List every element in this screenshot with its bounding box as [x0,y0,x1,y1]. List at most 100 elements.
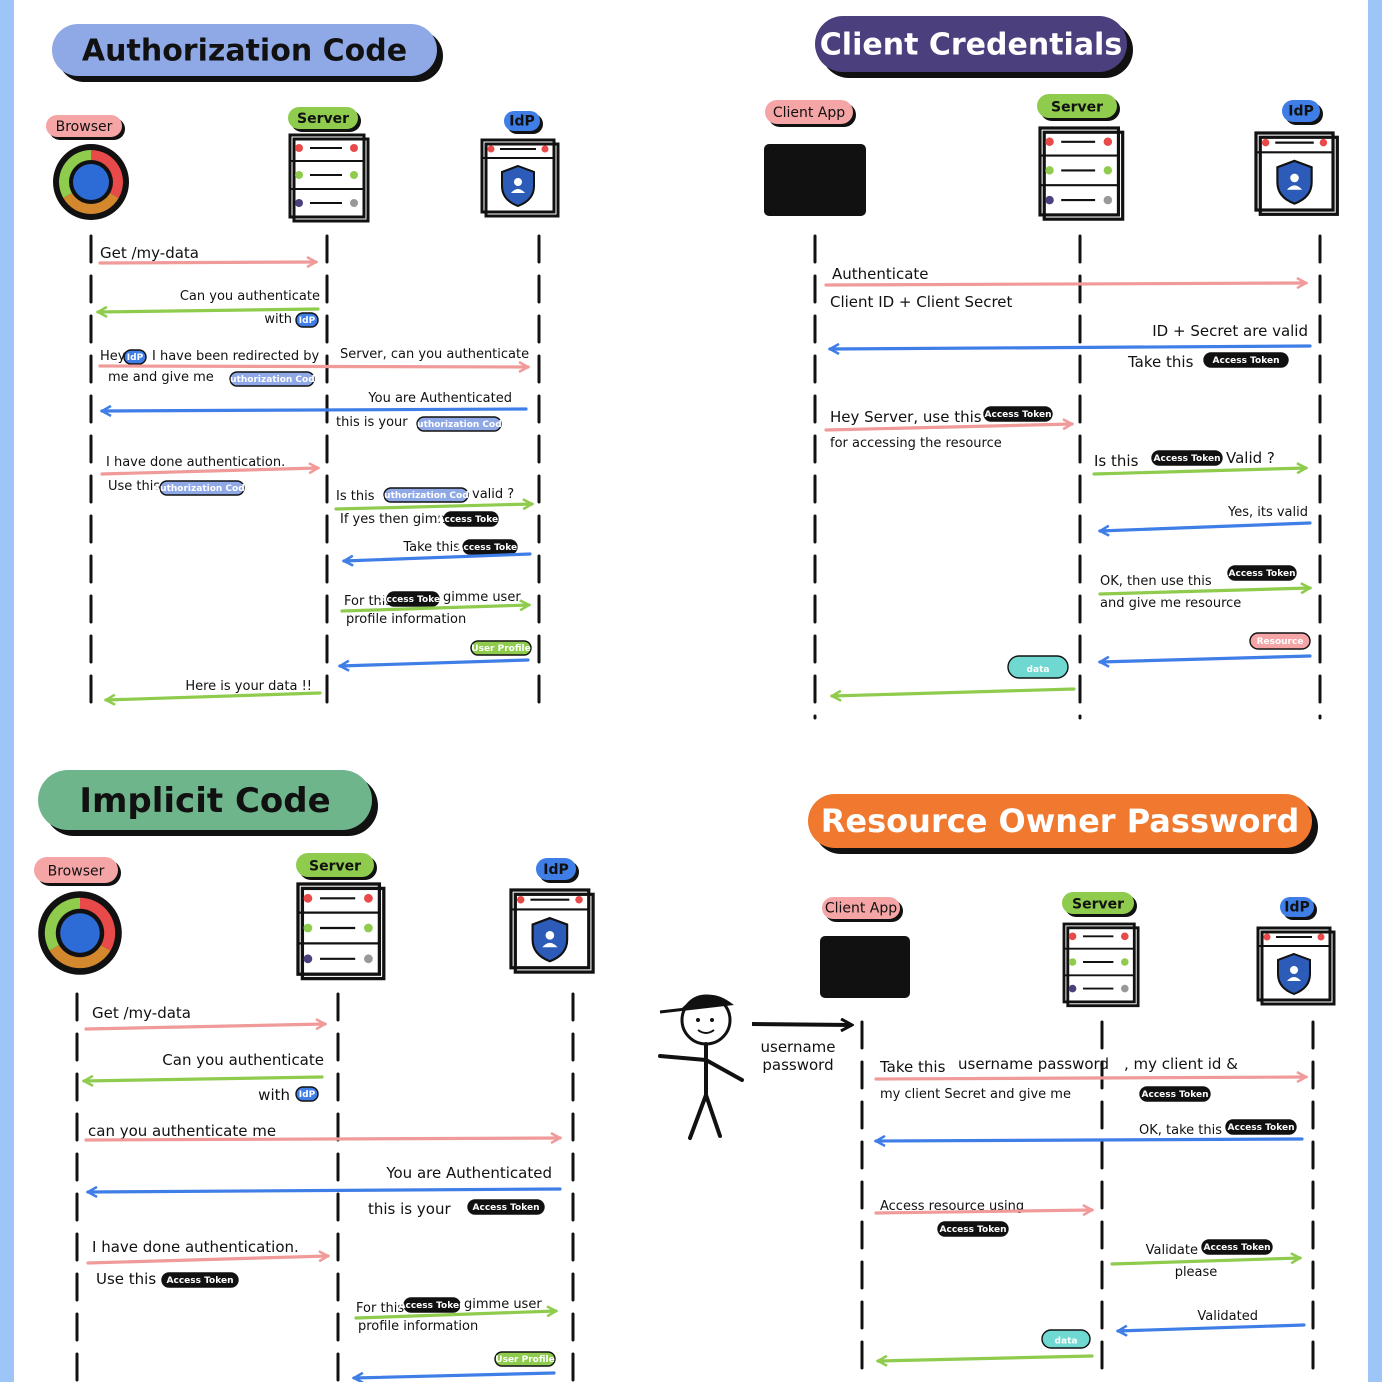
stick-figure-smile [697,1029,715,1034]
im-msg-gimme-user: gimme user [464,1297,542,1312]
rp-actor-idp-label-bg [1280,897,1314,917]
ac-arrow-8 [340,605,529,613]
ac-arrow-5 [100,468,318,476]
rp-actor-client-app-label-bg [822,897,900,919]
cc-actor-client-app-label-bg [765,100,853,124]
cc-arrow-3 [824,424,1072,432]
rp-msg-validate: Validate [1146,1243,1198,1258]
im-actor-browser-label: Browser [48,864,105,880]
im-arrow-2 [84,1077,324,1081]
ac-msg-this-is-your: this is your [336,415,408,430]
im-actor-server-label: Server [309,859,361,875]
rp-access-token-chip-3-bg [937,1221,1009,1237]
ac-access-token-chip-1-bg [443,511,499,527]
im-idp-chip-1: IdP [299,1090,316,1100]
rp-access-token-chip-4: Access Token [1204,1243,1271,1253]
im-msg-with: with [258,1086,290,1104]
cc-access-token-chip-4: Access Token [1229,569,1296,579]
im-idp-icon [509,888,595,974]
title-implicit-code-bg [38,770,372,830]
im-arrow-3 [84,1138,560,1140]
rp-msg-ok-take-this: OK, take this [1139,1123,1222,1138]
ac-msg-done-auth: I have done authentication. [106,455,285,470]
im-access-token-chip-2: Access Token [167,1276,234,1286]
ac-msg-redirected: I have been redirected by [152,349,319,364]
rp-arrow-2 [876,1139,1304,1141]
ac-arrow-9 [340,658,530,666]
cc-msg-yes-valid: Yes, its valid [1227,505,1308,520]
im-msg-can-you-auth-me: can you authenticate me [88,1122,276,1140]
cc-msg-valid: ID + Secret are valid [1152,322,1308,340]
ac-arrow-7 [344,552,532,561]
cc-arrow-7 [1100,654,1312,662]
rp-actor-client-app-label: Client App [825,901,897,917]
im-browser-icon [38,891,122,975]
ac-idp-chip-2-bg [123,349,147,365]
cc-access-token-chip-1-bg [1203,352,1289,368]
ac-auth-code-chip-2-bg [416,416,502,432]
undefined: for accessing the resource [830,436,1002,451]
ac-msg-get-my-data: Get /my-data [100,244,199,262]
im-msg-done-auth: I have done authentication. [92,1238,299,1256]
cc-terminal-icon [764,144,866,216]
stick-figure-body [658,1042,744,1140]
ac-auth-code-chip-3: Authorization Code [153,484,251,494]
rp-msg-username-password: username password [958,1055,1109,1073]
actor-server-label-bg [288,107,358,129]
rp-data-chip-bg [1041,1329,1091,1349]
im-user-profile-chip: User Profile [495,1355,554,1365]
rp-access-token-chip-4-bg [1201,1239,1273,1255]
cc-access-token-chip-4-bg [1227,565,1297,581]
stick-figure-eye-l [696,1018,700,1022]
ac-msg-is-this: Is this [336,489,375,504]
rp-msg-take-this: Take this [879,1058,946,1076]
actor-idp-label: IdP [509,114,535,130]
rp-server-icon [1062,922,1140,1008]
cc-resource-chip-bg [1249,632,1311,650]
cc-actor-server-label-bg [1037,94,1117,118]
rp-terminal-icon-prompt: $>_ [830,948,858,964]
im-access-token-chip-3: Access Token [399,1301,466,1311]
rp-actor-server-label-bg [1062,892,1134,914]
rp-msg-client-id: , my client id & [1124,1055,1238,1073]
rp-user-arrow [751,1024,852,1025]
ac-msg-for-this: For this [344,594,392,609]
ac-arrow-4 [102,409,528,411]
rp-data-chip: data [1055,1337,1078,1347]
stick-figure-cap [659,994,734,1014]
ac-access-token-chip-3-bg [386,591,440,607]
title-resource-owner-password-bg [808,794,1312,848]
ac-auth-code-chip-1: Authorization Code [223,375,321,385]
cc-access-token-chip-3: Access Token [1154,454,1221,464]
cc-access-token-chip-2-bg [983,406,1053,422]
actor-idp-label-bg [504,111,540,131]
im-arrow-1 [84,1024,325,1031]
ac-user-profile-chip: User Profile [471,644,530,654]
im-server-icon [296,882,386,981]
ac-msg-gimme-user: gimme user [443,590,521,605]
ac-msg-take-this: Take this [402,540,460,555]
rp-actor-server-label: Server [1072,896,1124,912]
rp-access-token-chip-2: Access Token [1228,1123,1295,1133]
ac-msg-you-are-authenticated: You are Authenticated [367,391,512,406]
cc-data-chip: data [1027,665,1050,675]
idp-icon [480,138,560,218]
cc-msg-give-resource: and give me resource [1100,596,1241,611]
actor-browser-label: Browser [56,119,113,135]
ac-idp-chip-1: IdP [299,316,316,326]
cc-msg-is-this: Is this [1094,452,1139,470]
im-actor-idp-label: IdP [543,862,569,878]
rp-actor-idp-label: IdP [1284,900,1310,916]
im-arrow-6 [354,1311,556,1320]
rp-arrow-5 [1118,1323,1306,1331]
im-access-token-chip-3-bg [403,1297,461,1313]
cc-idp-icon [1254,131,1339,216]
rp-access-token-chip-1-bg [1139,1086,1211,1102]
im-idp-chip-1-bg [295,1086,319,1102]
ac-msg-hey: Hey [100,349,126,364]
cc-actor-idp-label-bg [1282,100,1320,122]
cc-arrow-2 [830,346,1312,349]
ac-msg-give-me: me and give me [108,370,214,385]
im-msg-can-you-auth: Can you authenticate [162,1051,324,1069]
